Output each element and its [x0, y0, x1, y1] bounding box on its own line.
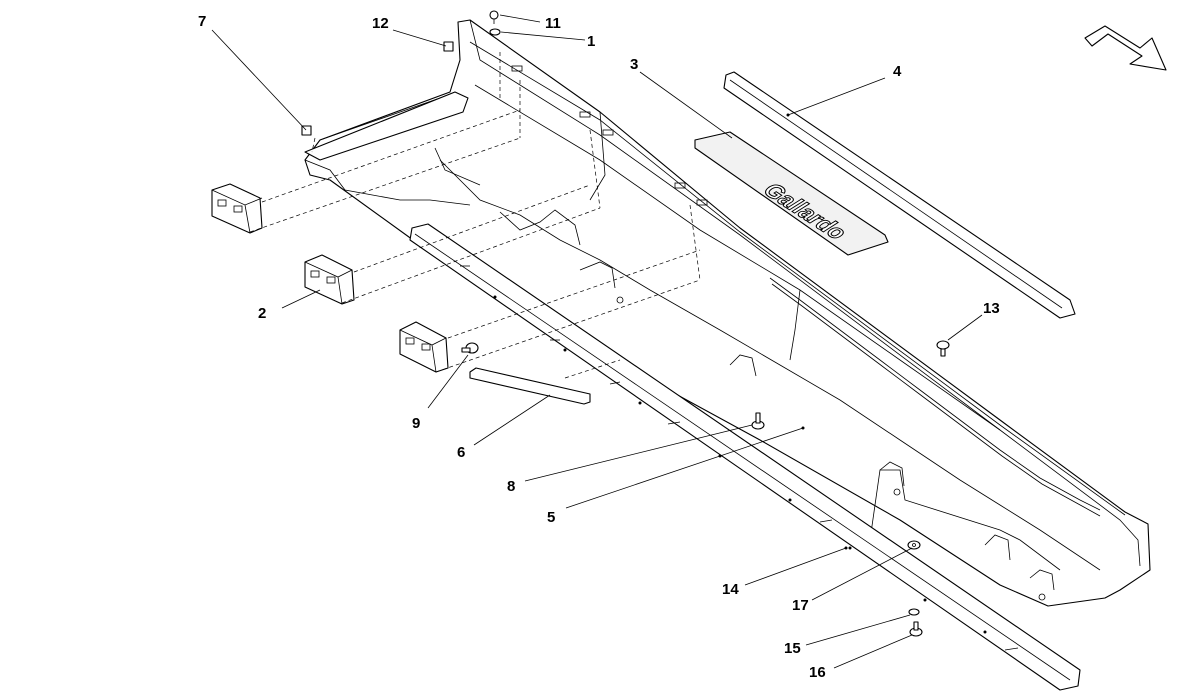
- trim-strip: [723, 71, 1076, 319]
- washer-1: [489, 28, 501, 36]
- callout-8: 8: [507, 478, 515, 495]
- callout-3: 3: [630, 56, 638, 73]
- callout-6: 6: [457, 444, 465, 461]
- nut-12: [443, 41, 454, 52]
- callout-13: 13: [983, 300, 1000, 317]
- callout-4: 4: [893, 63, 902, 80]
- screw-13: [936, 340, 950, 357]
- callout-7: 7: [198, 13, 206, 30]
- nut-17: [907, 540, 921, 550]
- callout-17: 17: [792, 597, 809, 614]
- screw-11: [489, 10, 499, 24]
- callout-11: 11: [545, 15, 561, 32]
- sill-panel: [304, 19, 1151, 607]
- bottom-strip: [409, 223, 1081, 691]
- callout-16: 16: [809, 664, 826, 681]
- washer-15: [908, 608, 920, 616]
- callout-9: 9: [412, 415, 420, 432]
- small-strip: [469, 367, 591, 405]
- callout-labels: 7 12 11 1 3 4 2 13 9 6 8 5 14 17 15 16: [198, 13, 1000, 681]
- callout-14: 14: [722, 581, 739, 598]
- rivet-9: [461, 342, 479, 354]
- clip-connector: [304, 254, 355, 305]
- nut-7: [301, 125, 312, 136]
- screw-16: [909, 621, 923, 637]
- screw-8: [751, 412, 765, 430]
- callout-1: 1: [587, 33, 595, 50]
- clip-connector: [399, 321, 449, 373]
- direction-arrow-icon: [1084, 25, 1167, 71]
- assembly-lines: [249, 52, 701, 379]
- clip-connector: [211, 183, 263, 234]
- callout-15: 15: [784, 640, 801, 657]
- leader-lines: [211, 14, 983, 669]
- callout-12: 12: [372, 15, 389, 32]
- callout-2: 2: [258, 305, 266, 322]
- callout-5: 5: [547, 509, 555, 526]
